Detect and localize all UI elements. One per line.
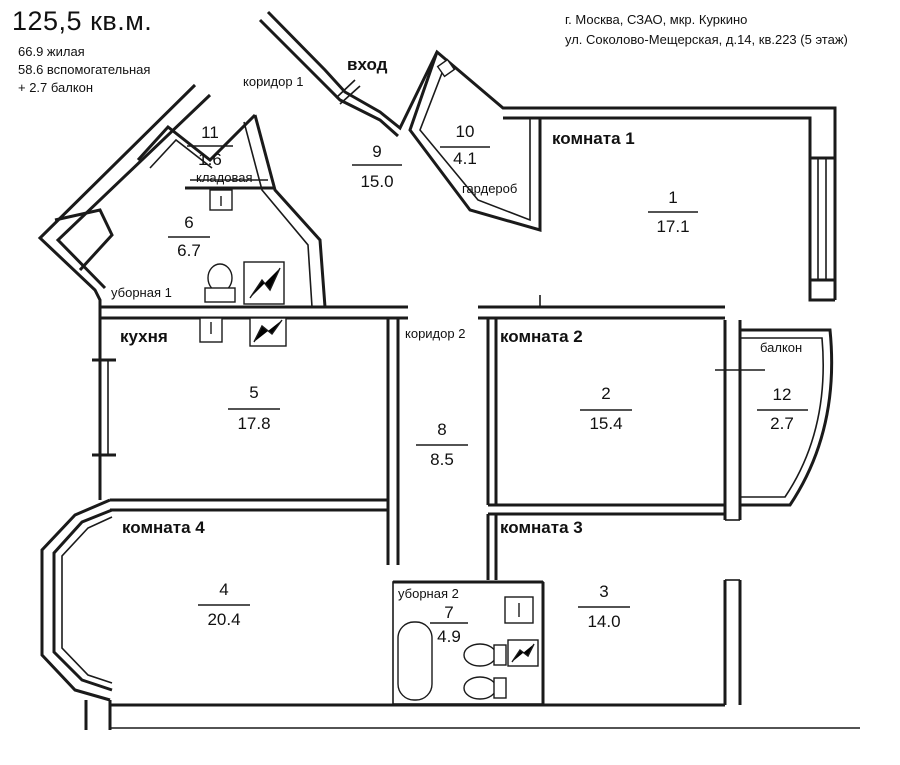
room-6-area: 6.7 xyxy=(177,241,201,260)
room-9-area: 15.0 xyxy=(360,172,394,191)
room-4-number: 4 xyxy=(219,580,229,599)
sink-2-icon xyxy=(504,596,534,624)
room-9-number: 9 xyxy=(372,142,382,161)
room-7-number: 7 xyxy=(444,603,454,622)
room-8-number: 8 xyxy=(437,420,447,439)
address-line-1: г. Москва, СЗАО, мкр. Куркино xyxy=(565,12,748,27)
fixtures xyxy=(199,189,539,701)
room-3-number: 3 xyxy=(599,582,609,601)
room-10-area: 4.1 xyxy=(453,149,477,168)
balcony-area-text: + 2.7 балкон xyxy=(18,80,94,95)
bathtub-icon xyxy=(397,621,433,701)
room-2-number: 2 xyxy=(601,384,611,403)
pantry-label: кладовая xyxy=(196,170,253,185)
room-6-number: 6 xyxy=(184,213,194,232)
entrance-label: вход xyxy=(347,55,388,74)
room-2-label: комната 2 xyxy=(500,327,583,346)
corridor-2-label: коридор 2 xyxy=(405,326,466,341)
total-area-title: 125,5 кв.м. xyxy=(12,6,153,36)
toilet-1-label: уборная 1 xyxy=(111,285,172,300)
balcony-outline xyxy=(715,328,834,507)
wardrobe-label: гардероб xyxy=(462,181,518,196)
toilet-2-icon xyxy=(463,643,497,667)
toilet-2-label: уборная 2 xyxy=(398,586,459,601)
corridor-1-label: коридор 1 xyxy=(243,74,304,89)
area-fraction-lines xyxy=(168,145,808,624)
room-8-area: 8.5 xyxy=(430,450,454,469)
room-7-area: 4.9 xyxy=(437,627,461,646)
room-12-area: 2.7 xyxy=(770,414,794,433)
room-5-number: 5 xyxy=(249,383,259,402)
outer-walls xyxy=(37,10,860,730)
room-4-label: комната 4 xyxy=(122,518,205,537)
room-11-number: 11 xyxy=(201,123,219,142)
balcony-label: балкон xyxy=(760,340,803,355)
room-12-number: 12 xyxy=(772,385,792,404)
living-area-text: 66.9 жилая xyxy=(18,44,85,59)
room-3-label: комната 3 xyxy=(500,518,583,537)
room-1-area: 17.1 xyxy=(656,217,690,236)
kitchen-label: кухня xyxy=(120,327,168,346)
bidet-icon xyxy=(463,676,497,700)
room-4-area: 20.4 xyxy=(207,610,241,629)
room-2-area: 15.4 xyxy=(589,414,623,433)
doors xyxy=(335,58,456,105)
room-3-area: 14.0 xyxy=(587,612,621,631)
room-5-area: 17.8 xyxy=(237,414,271,433)
room-10-number: 10 xyxy=(455,122,475,141)
room-1-label: комната 1 xyxy=(552,129,635,148)
auxiliary-area-text: 58.6 вспомогательная xyxy=(18,62,151,77)
address-line-2: ул. Соколово-Мещерская, д.14, кв.223 (5 … xyxy=(565,32,848,47)
room-11-area: 1.6 xyxy=(198,150,222,169)
room-1-number: 1 xyxy=(668,188,678,207)
